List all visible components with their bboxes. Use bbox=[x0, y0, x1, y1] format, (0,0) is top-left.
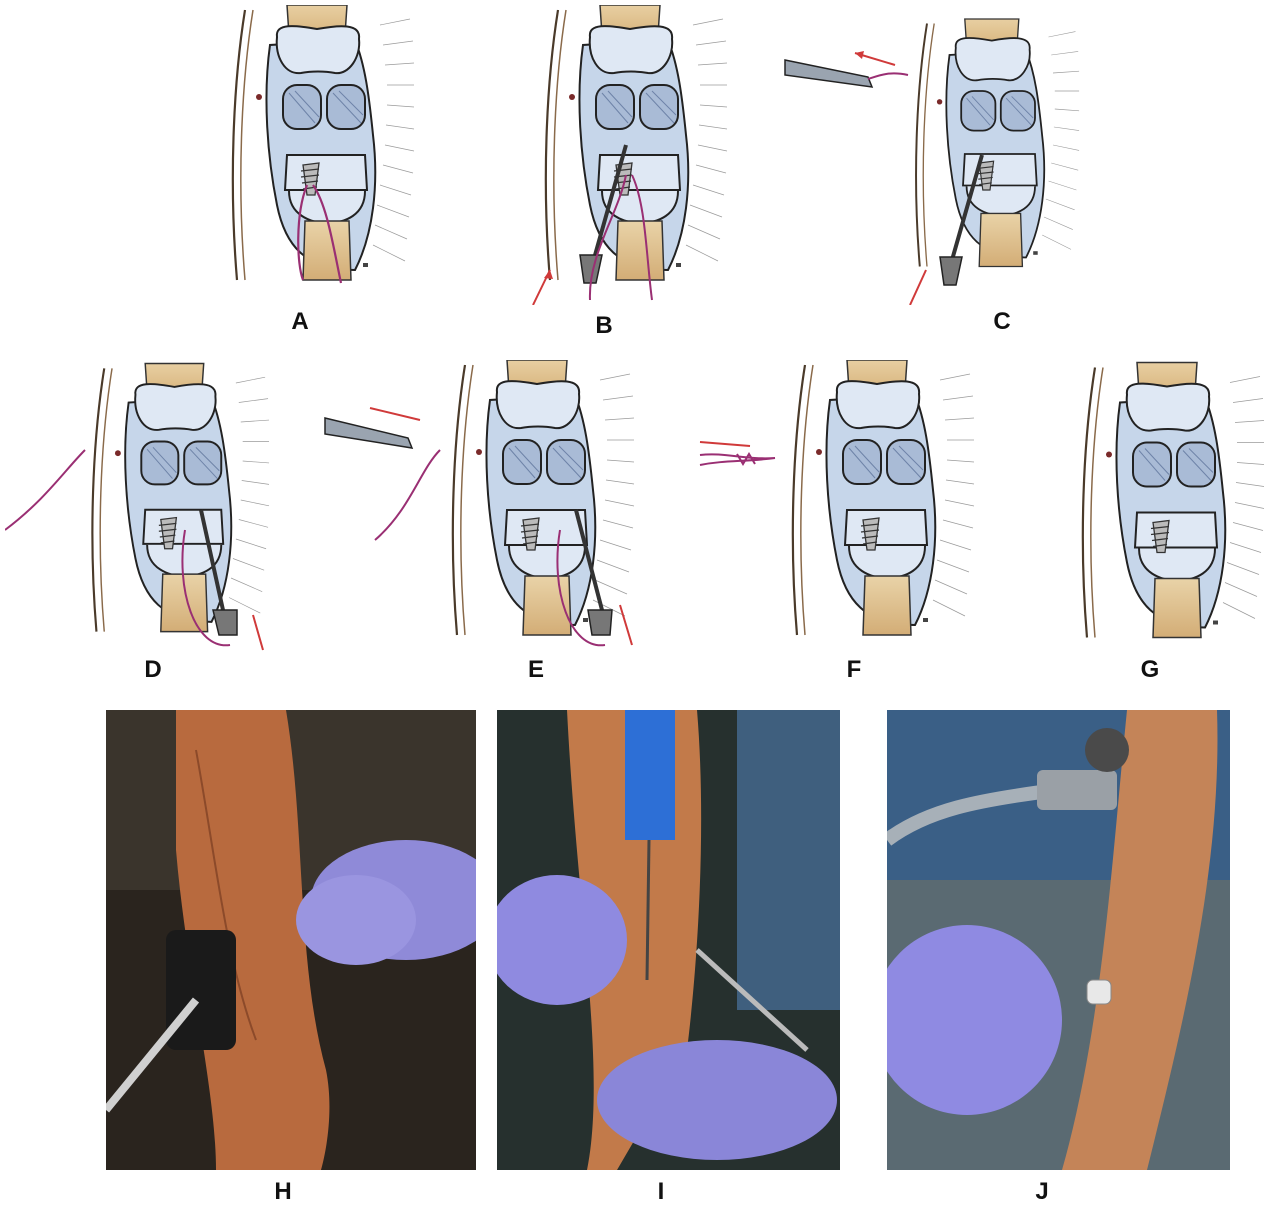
panel-e-diagram bbox=[320, 360, 650, 660]
panel-label: F bbox=[847, 656, 862, 684]
panel-g-diagram bbox=[1065, 360, 1265, 645]
panel-label: G bbox=[1141, 656, 1160, 684]
panel-label: B bbox=[595, 312, 612, 340]
panel-label: I bbox=[658, 1178, 665, 1206]
panel-label: H bbox=[274, 1178, 291, 1206]
panel-label: J bbox=[1035, 1178, 1048, 1206]
panel-i-photo bbox=[497, 710, 840, 1170]
panel-d-diagram bbox=[5, 360, 275, 660]
panel-label: A bbox=[291, 308, 308, 336]
panel-j-photo bbox=[887, 710, 1230, 1170]
panel-a-diagram bbox=[215, 5, 415, 285]
panel-label: D bbox=[144, 656, 161, 684]
panel-h-photo bbox=[106, 710, 476, 1170]
panel-b-diagram bbox=[528, 5, 728, 305]
panel-c-diagram bbox=[780, 5, 1080, 305]
panel-label: E bbox=[528, 656, 544, 684]
panel-f-diagram bbox=[695, 360, 995, 660]
panel-label: C bbox=[993, 308, 1010, 336]
